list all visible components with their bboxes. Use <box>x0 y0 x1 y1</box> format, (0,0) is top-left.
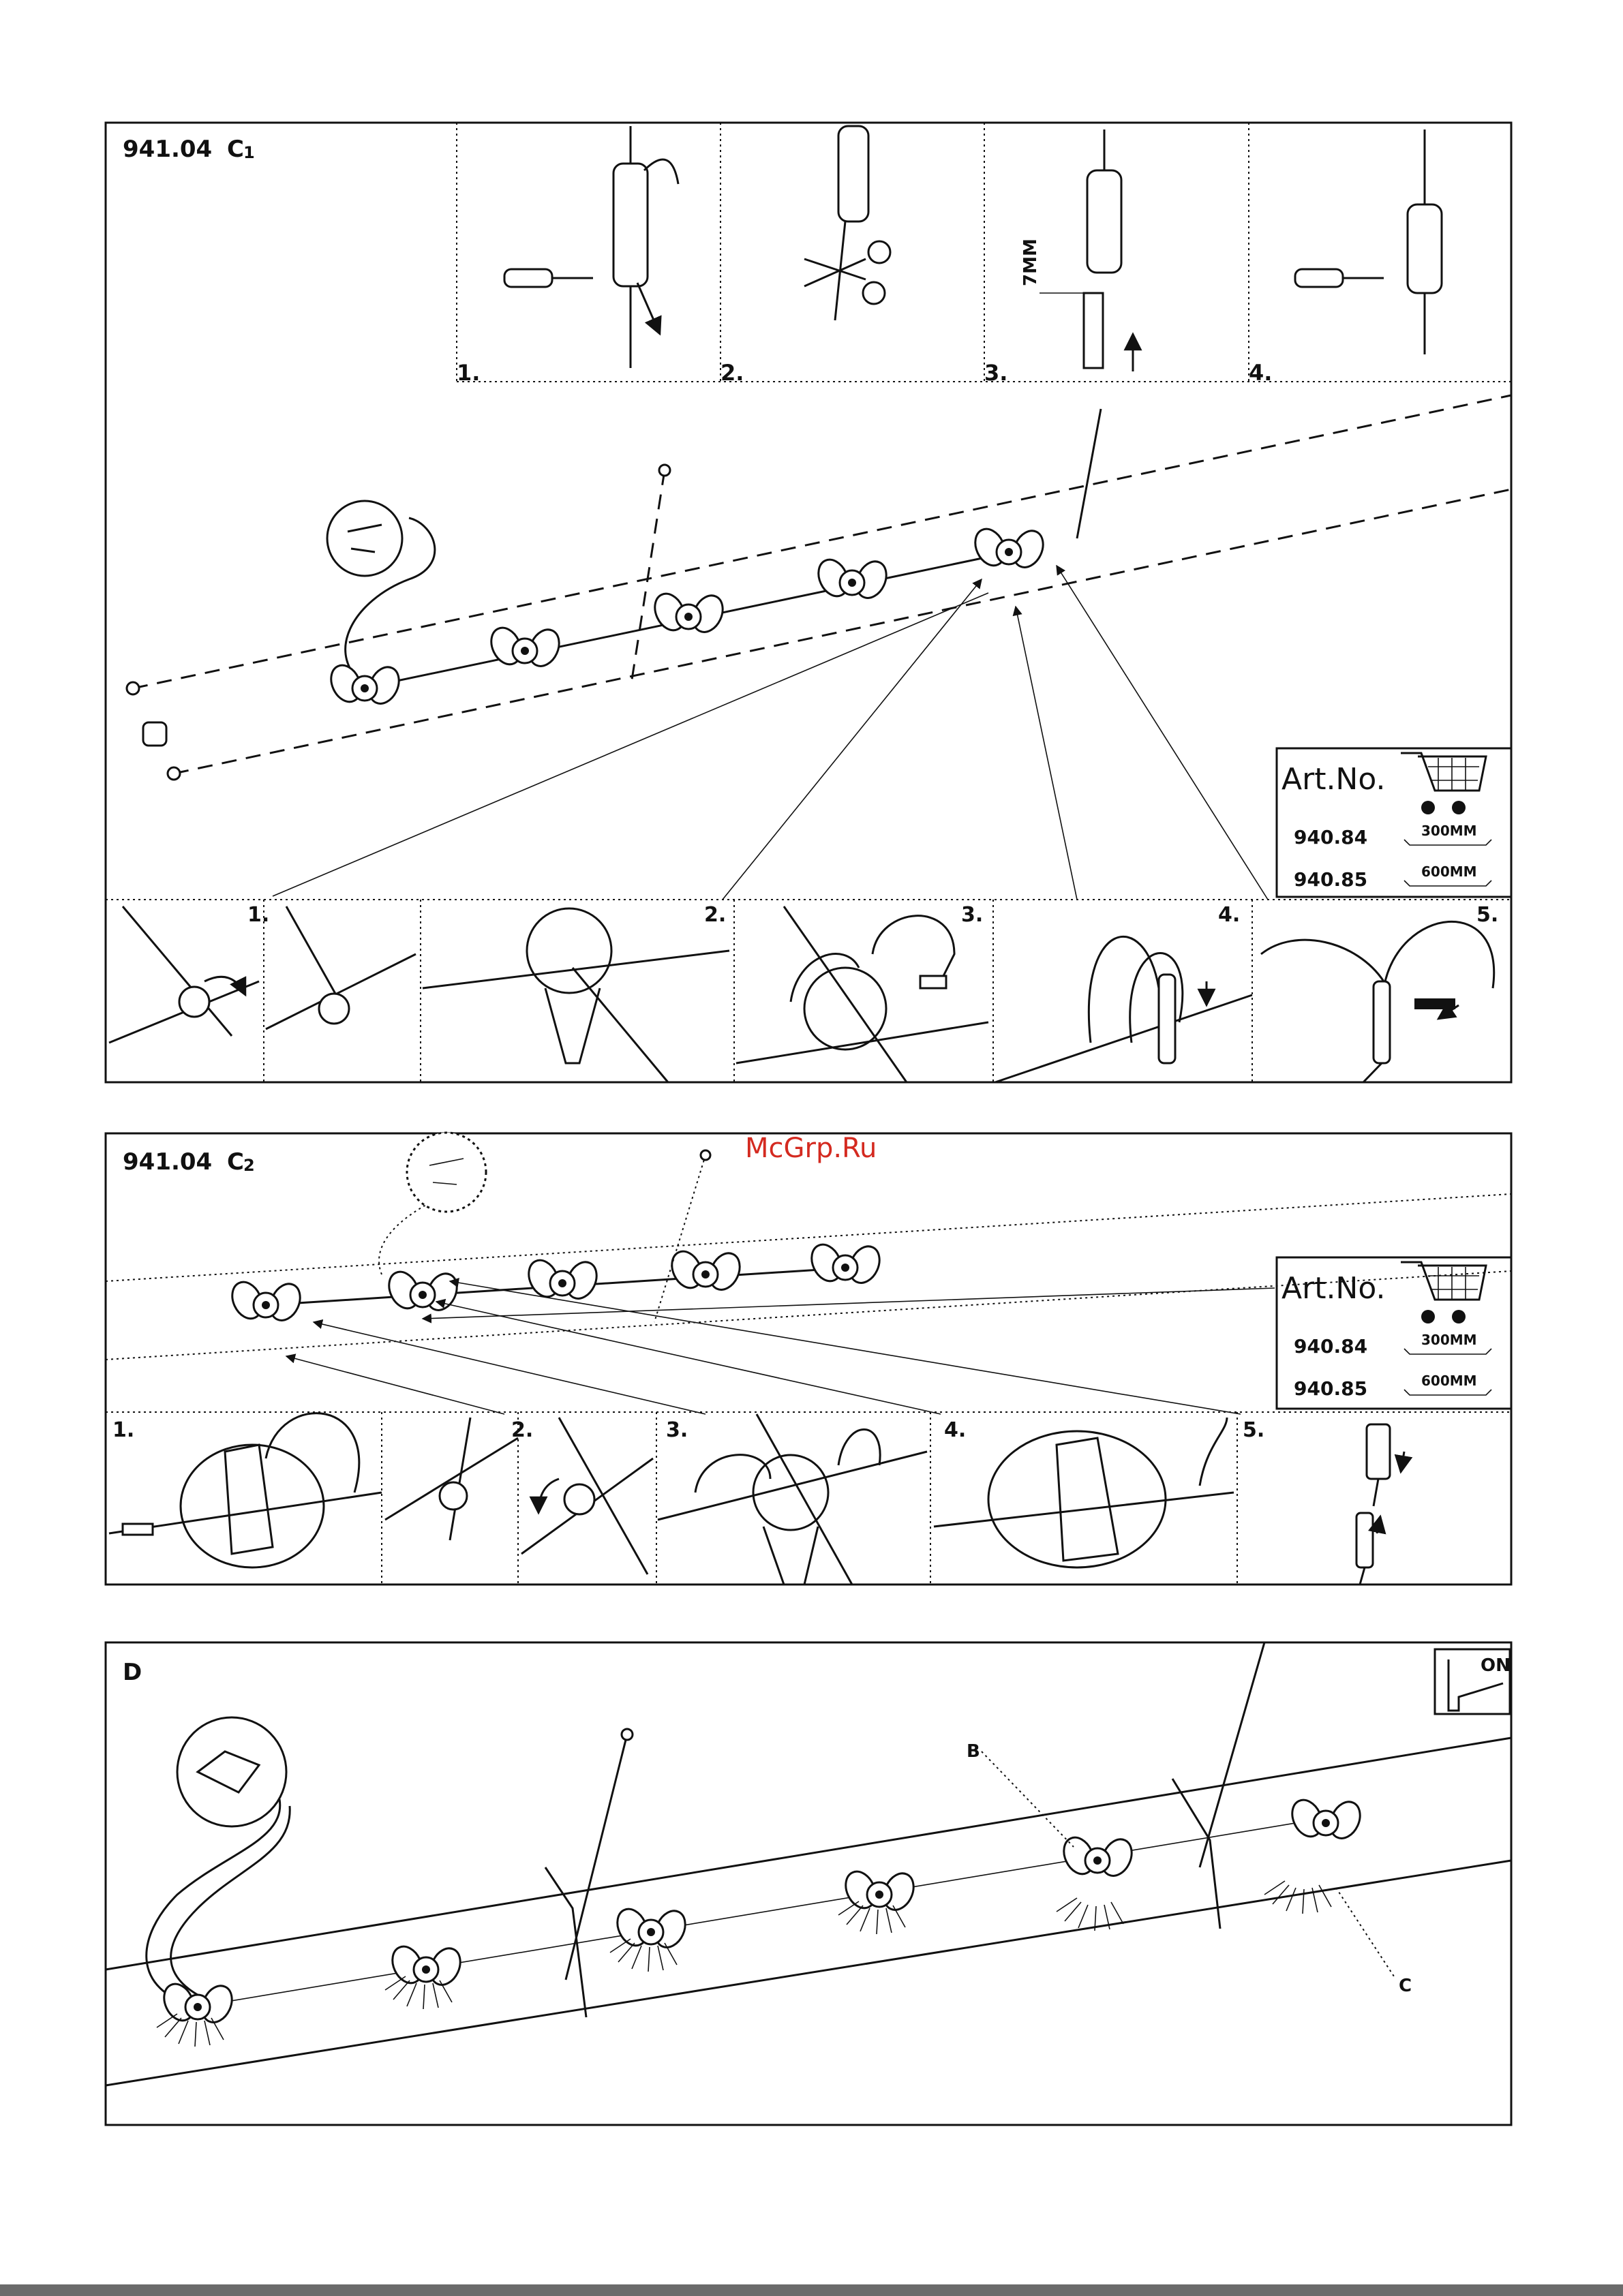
c2-art-item-1-number: 940.84 <box>1294 1335 1367 1358</box>
c1-top-step-4: 4. <box>1249 360 1272 386</box>
callout-c: C <box>1399 1976 1412 1996</box>
c1-bstep1-illustration <box>109 906 416 1043</box>
section-c2-model: 941.04 <box>123 1148 212 1176</box>
c2-bottom-steps: 1. 2. 3. 4. 5. <box>106 1412 1511 1585</box>
c2-art-item-2-number: 940.85 <box>1294 1377 1367 1400</box>
d-spot-1 <box>157 1979 237 2047</box>
c1-bstep2-illustration <box>423 908 729 1082</box>
c1-art-item-1-number: 940.84 <box>1294 826 1367 848</box>
section-c2-sub: 2 <box>243 1156 255 1175</box>
c2-art-item-2-length: 600MM <box>1421 1373 1477 1389</box>
c2-bottom-step-3: 3. <box>666 1418 688 1442</box>
c2-bottom-step-2: 2. <box>511 1418 533 1442</box>
section-c1-model: 941.04 <box>123 136 212 163</box>
section-c2-label: C <box>227 1148 244 1176</box>
c2-bstep5-illustration <box>1356 1424 1404 1585</box>
d-spot-6 <box>1264 1795 1365 1914</box>
c2-art-box: Art.No. 940.84 300MM 940.85 600MM <box>1277 1257 1511 1409</box>
d-spot-3 <box>610 1904 691 1972</box>
d-cable-lower <box>106 1861 1511 2085</box>
c2-bstep4-illustration <box>934 1418 1234 1567</box>
c1-bottom-step-1: 1. <box>247 903 269 927</box>
d-cable-overview <box>106 1642 1511 2085</box>
c2-bottom-step-5: 5. <box>1243 1418 1264 1442</box>
c1-top-step-2: 2. <box>721 360 744 386</box>
c1-bottom-step-3: 3. <box>961 903 983 927</box>
c1-bottom-steps: 1. 2. 3. 4. 5. <box>106 900 1511 1082</box>
section-d: D ON B C <box>106 1642 1511 2125</box>
c1-art-item-1-length: 300MM <box>1421 823 1477 839</box>
page-bottom-band <box>0 2284 1623 2296</box>
c1-cable-overview <box>127 395 1511 900</box>
c1-transformer <box>327 501 402 576</box>
c2-art-item-1-length: 300MM <box>1421 1332 1477 1348</box>
d-spot-2 <box>385 1942 466 2009</box>
shopping-cart-icon <box>1401 1262 1486 1323</box>
section-c1-label: C <box>227 136 244 163</box>
watermark: McGrp.Ru <box>745 1133 877 1164</box>
section-d-label: D <box>123 1659 142 1686</box>
c1-art-item-2-number: 940.85 <box>1294 868 1367 891</box>
c1-bstep3-illustration <box>736 906 988 1082</box>
section-c1-sub: 1 <box>243 143 255 162</box>
c1-top-step-3: 3. <box>984 360 1007 386</box>
callout-b: B <box>967 1741 980 1762</box>
c2-bstep1-illustration <box>109 1413 382 1567</box>
d-spot-4 <box>838 1867 919 1934</box>
d-spot-5 <box>1057 1833 1137 1931</box>
c1-art-title: Art.No. <box>1281 762 1385 797</box>
c1-bottom-step-4: 4. <box>1218 903 1240 927</box>
c1-step3-measure: 7MM <box>1020 239 1041 286</box>
section-c1-frame <box>106 123 1511 1082</box>
c2-art-title: Art.No. <box>1281 1271 1385 1306</box>
c1-bottom-step-2: 2. <box>704 903 726 927</box>
shopping-cart-icon <box>1401 753 1486 814</box>
c1-step3-illustration: 7MM <box>1020 129 1133 371</box>
c2-bstep3-illustration <box>658 1414 927 1585</box>
section-c2: 941.04 C 2 Art.No. <box>106 1133 1511 1585</box>
c1-bstep4-illustration <box>995 936 1252 1082</box>
c1-art-box: Art.No. 940.84 300MM 940.85 600MM <box>1277 748 1511 897</box>
switch-on-label: ON <box>1481 1655 1511 1676</box>
c1-step1-illustration <box>504 126 678 368</box>
section-c2-frame <box>106 1133 1511 1585</box>
c1-top-step-1: 1. <box>457 360 480 386</box>
c1-step4-illustration <box>1295 129 1442 354</box>
c1-top-steps: 1. 2. 3. 4. <box>457 123 1511 386</box>
c2-bottom-step-1: 1. <box>112 1418 134 1442</box>
section-c1: 941.04 C 1 1. 2. 3. 4. <box>106 123 1511 1082</box>
c1-art-item-2-length: 600MM <box>1421 863 1477 880</box>
d-transformer <box>177 1717 286 1826</box>
d-cable-upper <box>106 1738 1511 1970</box>
c1-bstep5-illustration <box>1261 921 1494 1082</box>
on-switch-icon: ON <box>1435 1649 1511 1714</box>
c2-bottom-step-4: 4. <box>944 1418 966 1442</box>
c1-bottom-step-5: 5. <box>1476 903 1498 927</box>
c1-step2-illustration <box>804 126 890 320</box>
